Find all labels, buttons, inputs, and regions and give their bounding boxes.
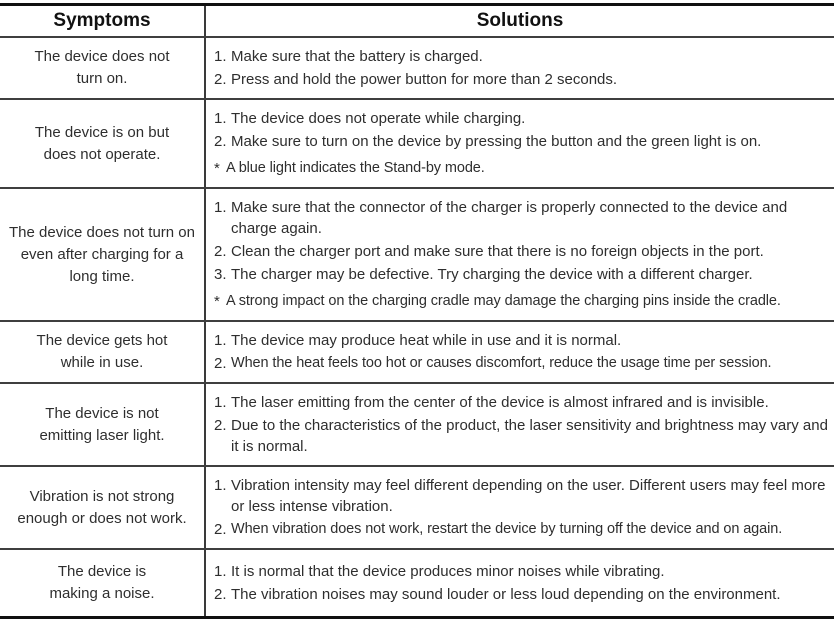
solution-text: Clean the charger port and make sure tha… — [231, 243, 764, 260]
solutions-column-header: Solutions — [206, 6, 834, 36]
solution-text: Make sure that the connector of the char… — [231, 199, 788, 237]
solution-number: 1. — [214, 110, 227, 127]
solution-item: 2. Press and hold the power button for m… — [214, 69, 830, 90]
symptom-line: The device is on but — [34, 123, 170, 141]
symptom-line: making a noise. — [49, 585, 155, 602]
solution-text: The charger may be defective. Try chargi… — [231, 266, 753, 283]
symptom-line: The device does not — [34, 48, 170, 65]
solution-number: 2. — [214, 133, 227, 150]
solution-number: 2. — [214, 417, 227, 434]
solution-item: 2. Make sure to turn on the device by pr… — [214, 131, 830, 152]
solution-text: When the heat feels too hot or causes di… — [231, 355, 772, 371]
symptom-cell: Vibration is not strong enough or does n… — [0, 467, 206, 548]
solution-note: * A strong impact on the charging cradle… — [214, 291, 830, 312]
solution-text: The device may produce heat while in use… — [231, 332, 622, 349]
symptom-line: while in use. — [60, 354, 144, 371]
table-row-device-does-not-turn-on: The device does not turn on. 1. Make sur… — [0, 38, 834, 100]
symptom-cell: The device is not emitting laser light. — [0, 384, 206, 465]
solution-number: 2. — [214, 586, 227, 603]
solution-number: 1. — [214, 199, 227, 216]
solution-number: 1. — [214, 477, 227, 494]
symptom-cell: The device does not turn on even after c… — [0, 189, 206, 320]
solution-number: 2. — [214, 71, 227, 88]
table-header-row: Symptoms Solutions — [0, 6, 834, 38]
symptoms-header-label: Symptoms — [53, 10, 151, 31]
symptom-line: The device is not — [45, 404, 159, 422]
symptom-cell: The device is making a noise. — [0, 550, 206, 616]
solution-item: 1. Make sure that the connector of the c… — [214, 197, 830, 239]
solution-text: Vibration intensity may feel different d… — [231, 477, 826, 515]
solution-text: Make sure that the battery is charged. — [231, 48, 483, 65]
solution-item: 2. Clean the charger port and make sure … — [214, 241, 830, 262]
symptom-cell: The device does not turn on. — [0, 38, 206, 98]
solution-number: 2. — [214, 355, 227, 372]
symptom-line: does not operate. — [43, 145, 161, 163]
solution-item: 1. It is normal that the device produces… — [214, 561, 830, 582]
note-asterisk: * — [214, 160, 220, 177]
solution-item: 1. Vibration intensity may feel differen… — [214, 475, 830, 517]
solution-item: 2. Due to the characteristics of the pro… — [214, 415, 830, 457]
solution-number: 2. — [214, 243, 227, 260]
solution-item: 2. The vibration noises may sound louder… — [214, 584, 830, 605]
symptom-line: Vibration is not strong — [29, 487, 175, 505]
symptom-line: enough or does not work. — [17, 509, 187, 527]
solution-number: 3. — [214, 266, 227, 283]
symptoms-column-header: Symptoms — [0, 6, 206, 36]
solution-item: 2. When the heat feels too hot or causes… — [214, 353, 830, 374]
table-row-not-emitting-laser: The device is not emitting laser light. … — [0, 384, 834, 467]
solutions-cell: 1. The laser emitting from the center of… — [206, 384, 834, 465]
solution-text: It is normal that the device produces mi… — [231, 563, 665, 580]
symptom-line: The device gets hot — [36, 332, 168, 349]
symptom-line: long time. — [69, 267, 135, 285]
solution-number: 2. — [214, 521, 227, 538]
solution-item: 2. When vibration does not work, restart… — [214, 519, 830, 540]
symptom-line: turn on. — [76, 70, 128, 87]
solution-number: 1. — [214, 394, 227, 411]
solutions-cell: 1. The device does not operate while cha… — [206, 100, 834, 187]
solution-text: When vibration does not work, restart th… — [231, 521, 783, 537]
table-row-not-turning-on-after-charging: The device does not turn on even after c… — [0, 189, 834, 322]
solutions-header-label: Solutions — [476, 10, 564, 31]
symptom-line: The device does not turn on — [9, 223, 195, 241]
symptom-line: The device is — [57, 563, 147, 580]
table-row-vibration-not-strong: Vibration is not strong enough or does n… — [0, 467, 834, 550]
solution-item: 1. The laser emitting from the center of… — [214, 392, 830, 413]
note-text: A strong impact on the charging cradle m… — [226, 293, 781, 309]
solution-text: The device does not operate while chargi… — [231, 110, 526, 127]
solution-text: The laser emitting from the center of th… — [231, 394, 769, 411]
solution-item: 1. The device does not operate while cha… — [214, 108, 830, 129]
solutions-cell: 1. It is normal that the device produces… — [206, 550, 834, 616]
solutions-cell: 1. Vibration intensity may feel differen… — [206, 467, 834, 548]
solution-item: 1. Make sure that the battery is charged… — [214, 46, 830, 67]
table-row-device-on-but-not-operating: The device is on but does not operate. 1… — [0, 100, 834, 189]
solutions-cell: 1. Make sure that the battery is charged… — [206, 38, 834, 98]
solution-text: The vibration noises may sound louder or… — [231, 586, 781, 603]
troubleshooting-table: Symptoms Solutions The device does not t… — [0, 3, 834, 619]
symptom-line: even after charging for a — [20, 245, 184, 263]
solution-number: 1. — [214, 332, 227, 349]
solution-item: 3. The charger may be defective. Try cha… — [214, 264, 830, 285]
solutions-cell: 1. The device may produce heat while in … — [206, 322, 834, 382]
symptom-line: emitting laser light. — [39, 426, 165, 444]
note-text: A blue light indicates the Stand-by mode… — [226, 160, 485, 176]
solutions-cell: 1. Make sure that the connector of the c… — [206, 189, 834, 320]
symptom-cell: The device gets hot while in use. — [0, 322, 206, 382]
symptom-cell: The device is on but does not operate. — [0, 100, 206, 187]
solution-number: 1. — [214, 563, 227, 580]
solution-item: 1. The device may produce heat while in … — [214, 330, 830, 351]
table-row-device-gets-hot: The device gets hot while in use. 1. The… — [0, 322, 834, 384]
solution-text: Make sure to turn on the device by press… — [231, 133, 762, 150]
solution-text: Press and hold the power button for more… — [231, 71, 618, 88]
solution-note: * A blue light indicates the Stand-by mo… — [214, 158, 830, 179]
solution-text: Due to the characteristics of the produc… — [231, 417, 828, 455]
note-asterisk: * — [214, 293, 220, 310]
table-row-device-making-noise: The device is making a noise. 1. It is n… — [0, 550, 834, 616]
solution-number: 1. — [214, 48, 227, 65]
